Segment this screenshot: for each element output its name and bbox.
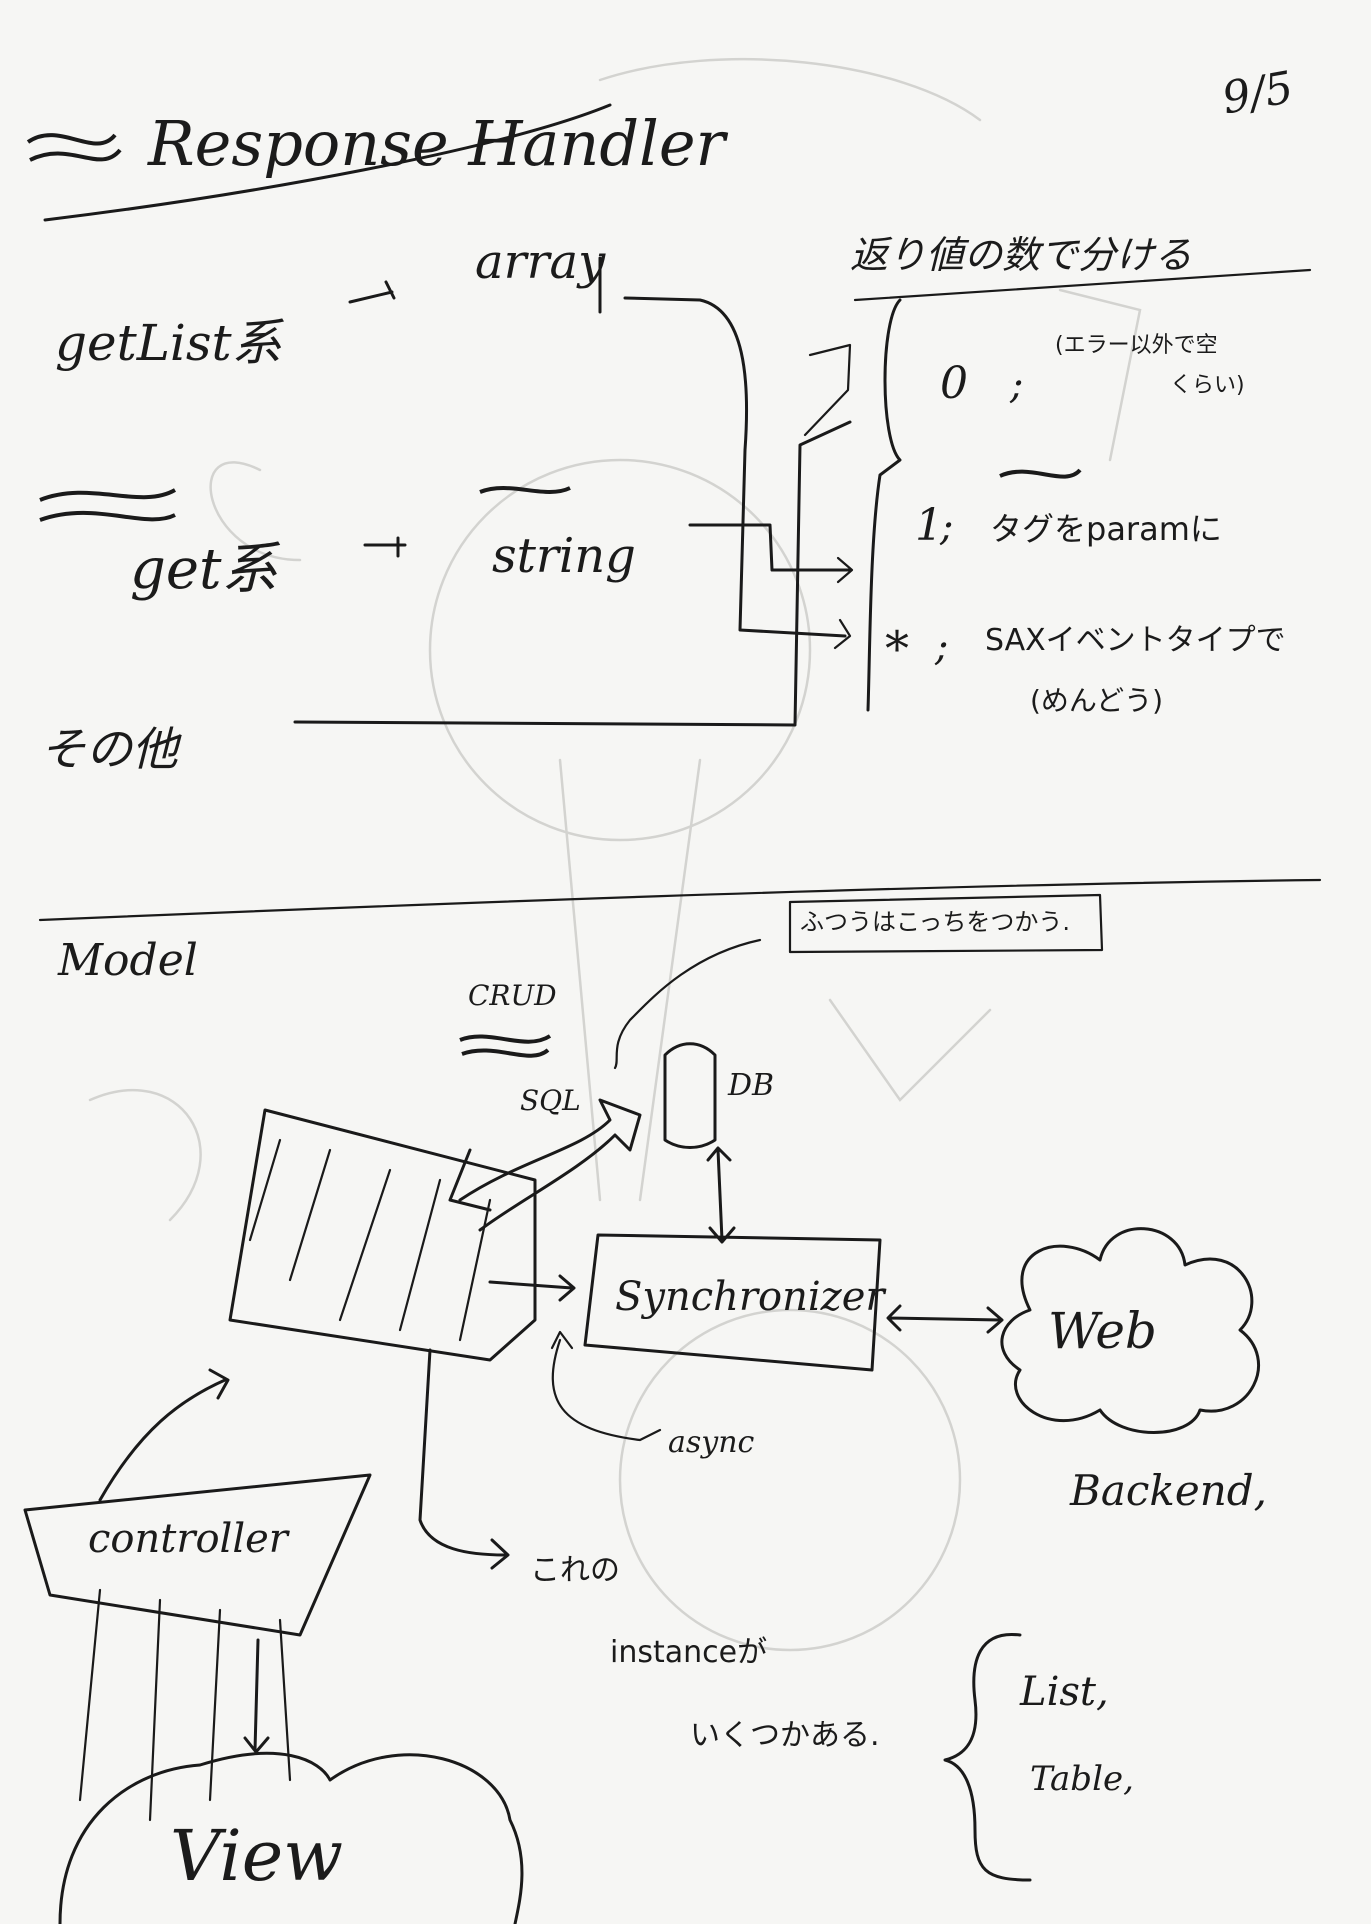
synchronizer-label: Synchronizer xyxy=(615,1274,887,1320)
case-zero-key: 0 xyxy=(940,358,968,409)
backend-label: Backend, xyxy=(1069,1466,1267,1515)
array-type-label: array xyxy=(475,234,606,290)
case-zero-text: (エラー以外で空 xyxy=(1055,333,1218,358)
db-cylinder xyxy=(663,1042,717,1149)
svg-text:;: ; xyxy=(934,624,948,670)
web-cloud xyxy=(1000,1227,1260,1434)
crud-label: CRUD xyxy=(468,979,557,1012)
controller-to-model-arrow xyxy=(98,1368,230,1502)
sync-web-arrow xyxy=(886,1304,1004,1334)
instance-note-line-3: いくつかある. xyxy=(690,1718,880,1753)
cases-bracket xyxy=(866,298,902,712)
section-divider xyxy=(38,878,1322,922)
case-star-text: SAXイベントタイプで xyxy=(985,623,1286,658)
model-to-instance-arrow xyxy=(418,1348,510,1570)
title-underline xyxy=(43,103,612,222)
route-array xyxy=(623,296,847,638)
case-star-text2: (めんどう) xyxy=(1030,684,1163,717)
controller-label: controller xyxy=(88,1516,291,1562)
view-shape xyxy=(58,1751,524,1924)
model-section: Model ふつうはこっちをつかう. CRUD SQL DB Synchroni… xyxy=(23,893,1267,1924)
controller-view-arrow xyxy=(243,1638,270,1754)
instance-note-line-2: instanceが xyxy=(610,1635,767,1670)
bubble-note-text: ふつうはこっちをつかう. xyxy=(800,908,1070,936)
synchronizer-box xyxy=(583,1233,882,1372)
case-star-key: * xyxy=(885,621,909,677)
svg-text:;: ; xyxy=(1009,362,1023,408)
table-type-label: Table, xyxy=(1030,1759,1134,1799)
async-label: async xyxy=(668,1425,755,1460)
response-handler-section: Response Handler getList系 get系 その他 array… xyxy=(26,103,1312,776)
sql-arrow xyxy=(458,1098,642,1232)
db-sync-arrow xyxy=(706,1146,736,1244)
model-box xyxy=(228,1108,537,1362)
crossed-out-auth xyxy=(39,488,176,522)
model-title: Model xyxy=(57,935,198,986)
return-count-note: 返り値の数で分ける xyxy=(850,233,1192,277)
types-brace xyxy=(943,1632,1032,1882)
response-handler-title: Response Handler xyxy=(147,107,729,180)
getlist-label: getList系 xyxy=(55,314,285,372)
arrow-getlist xyxy=(348,280,396,304)
get-label: get系 xyxy=(130,537,280,602)
route-string xyxy=(688,523,852,572)
note-bubble xyxy=(788,893,1104,954)
case-zero-text2: くらい) xyxy=(1170,373,1245,398)
string-type-label: string xyxy=(492,528,636,584)
async-loop xyxy=(551,1338,662,1442)
web-label: Web xyxy=(1048,1302,1157,1360)
case-one-text: タグをparamに xyxy=(990,510,1222,548)
controller-box xyxy=(23,1473,372,1637)
route-other xyxy=(293,420,852,727)
instance-note-line-1: これの xyxy=(530,1553,620,1588)
page-number: 9/5 xyxy=(1218,62,1297,125)
arrow-get xyxy=(363,536,407,558)
svg-text:;: ; xyxy=(939,504,953,550)
db-label: DB xyxy=(727,1068,774,1103)
view-label: View xyxy=(170,1815,343,1897)
crossed-out-word xyxy=(26,133,122,162)
other-label: その他 xyxy=(40,722,182,776)
show-through-marks xyxy=(88,58,1142,1652)
list-type-label: List, xyxy=(1019,1669,1109,1715)
case-one-key: 1 xyxy=(915,500,943,551)
sql-label: SQL xyxy=(520,1084,581,1117)
